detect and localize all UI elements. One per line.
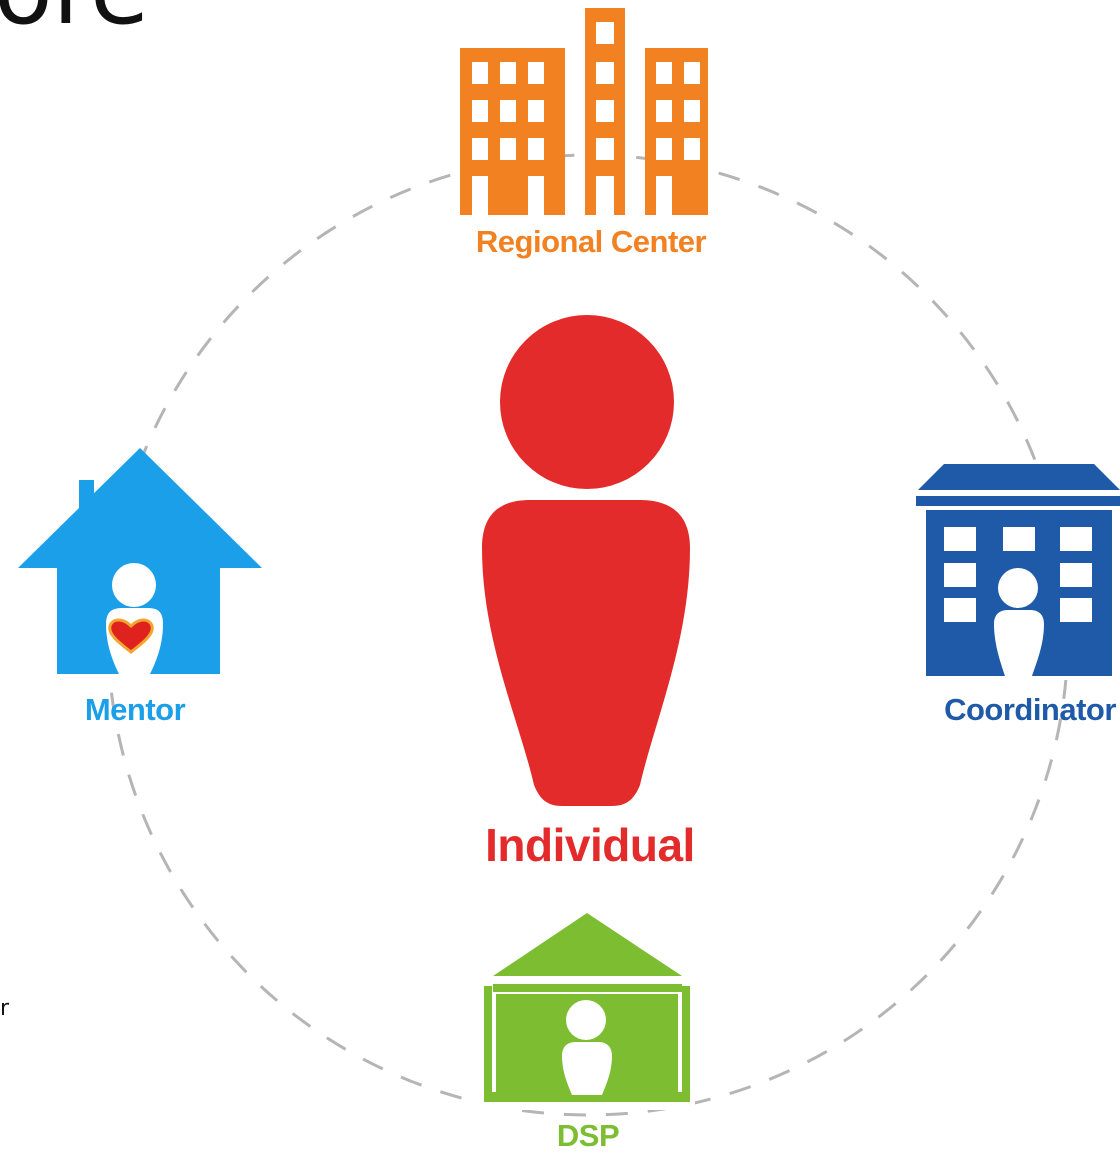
coordinator-label: Coordinator	[944, 692, 1116, 727]
cropped-text-fragment: r	[0, 996, 10, 1021]
cropped-title-fragment: ore	[0, 0, 149, 38]
person-icon	[482, 315, 690, 806]
individual-label: Individual	[485, 819, 695, 871]
dsp-label: DSP	[556, 1118, 620, 1153]
regional-center-label: Regional Center	[475, 224, 707, 259]
mentor-label: Mentor	[84, 692, 186, 727]
institution-building-icon	[916, 464, 1120, 680]
office-buildings-icon	[450, 8, 725, 230]
house-with-heart-icon	[18, 448, 262, 685]
home-with-person-icon	[480, 913, 695, 1110]
